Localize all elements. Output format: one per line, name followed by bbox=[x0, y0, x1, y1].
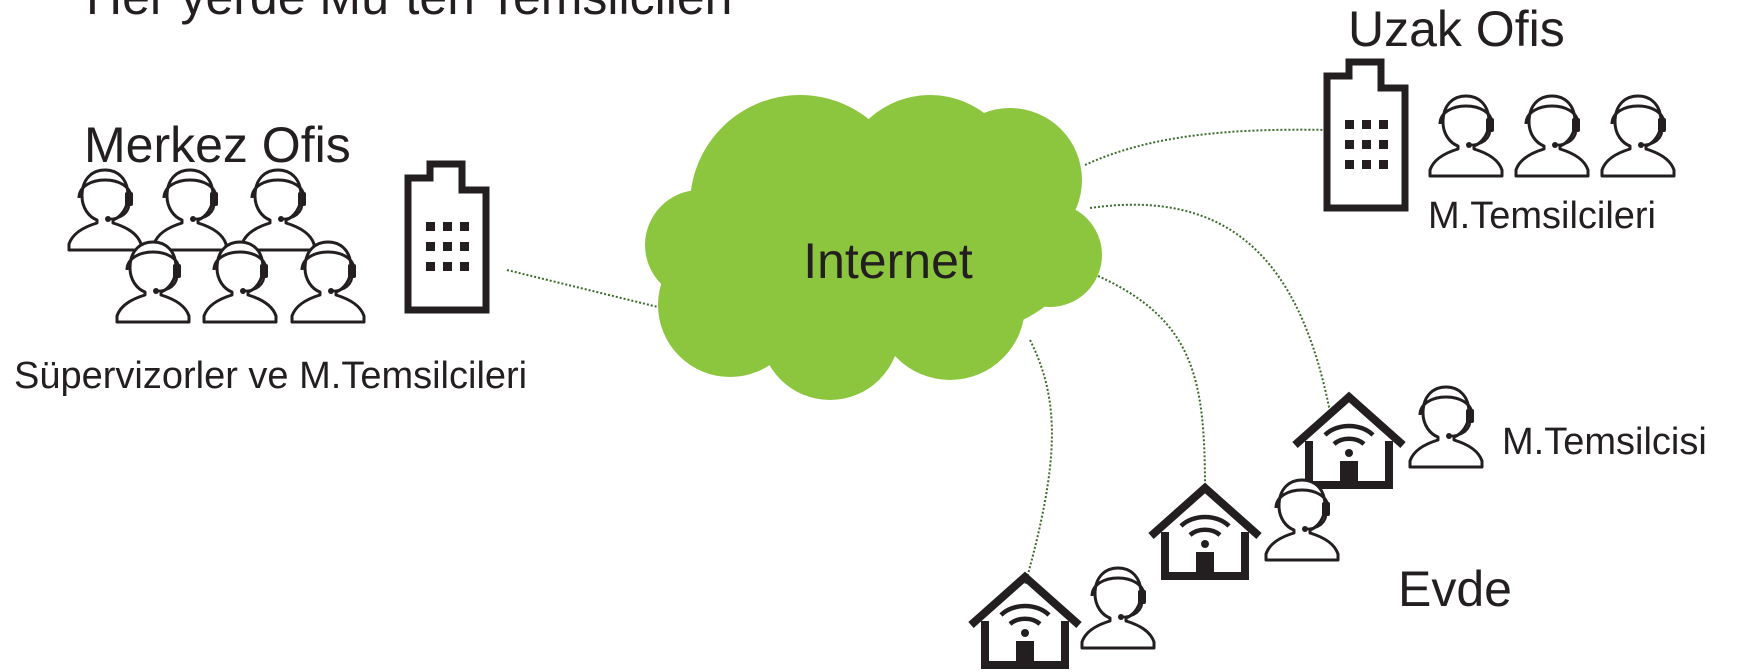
head-office-agents bbox=[67, 168, 366, 324]
home-site-2 bbox=[1151, 478, 1340, 576]
head-office-caption: Süpervizorler ve M.Temsilcileri bbox=[14, 355, 527, 397]
head-office-title: Merkez Ofis bbox=[84, 117, 351, 173]
home-wifi-icon bbox=[1295, 397, 1403, 485]
internet-cloud bbox=[645, 95, 1102, 400]
remote-office-caption: M.Temsilcileri bbox=[1428, 195, 1656, 237]
link-home-3 bbox=[1024, 339, 1053, 586]
remote-office-title: Uzak Ofis bbox=[1348, 1, 1565, 57]
agent-headset-icon bbox=[202, 240, 278, 324]
link-home-2 bbox=[1097, 275, 1206, 491]
network-links bbox=[506, 128, 1331, 586]
agent-headset-icon bbox=[1600, 94, 1676, 178]
agent-headset-icon bbox=[1080, 566, 1156, 650]
agent-headset-icon bbox=[1408, 385, 1484, 469]
agent-headset-icon bbox=[1264, 478, 1340, 562]
agent-headset-icon bbox=[240, 168, 316, 252]
home-site-3 bbox=[971, 566, 1156, 665]
home-title: Evde bbox=[1398, 561, 1512, 617]
agent-headset-icon bbox=[1514, 94, 1590, 178]
diagram-title: Her yerde Mü¨teri Temsilcileri bbox=[86, 0, 732, 25]
cloud-label: Internet bbox=[803, 233, 973, 289]
office-building-icon bbox=[408, 164, 486, 310]
office-building-icon bbox=[1327, 62, 1405, 208]
agent-headset-icon bbox=[290, 240, 366, 324]
home-wifi-icon bbox=[971, 577, 1079, 665]
home-site-1 bbox=[1295, 385, 1484, 485]
agent-headset-icon bbox=[1428, 94, 1504, 178]
remote-office-agents bbox=[1428, 94, 1676, 178]
link-home-agent bbox=[1089, 203, 1331, 413]
home-agent-caption: M.Temsilcisi bbox=[1502, 421, 1707, 463]
link-head-office bbox=[506, 269, 663, 309]
home-wifi-icon bbox=[1151, 488, 1259, 576]
agent-headset-icon bbox=[115, 240, 191, 324]
agent-headset-icon bbox=[152, 168, 228, 252]
agent-headset-icon bbox=[67, 168, 143, 252]
link-remote-office bbox=[1084, 128, 1331, 166]
